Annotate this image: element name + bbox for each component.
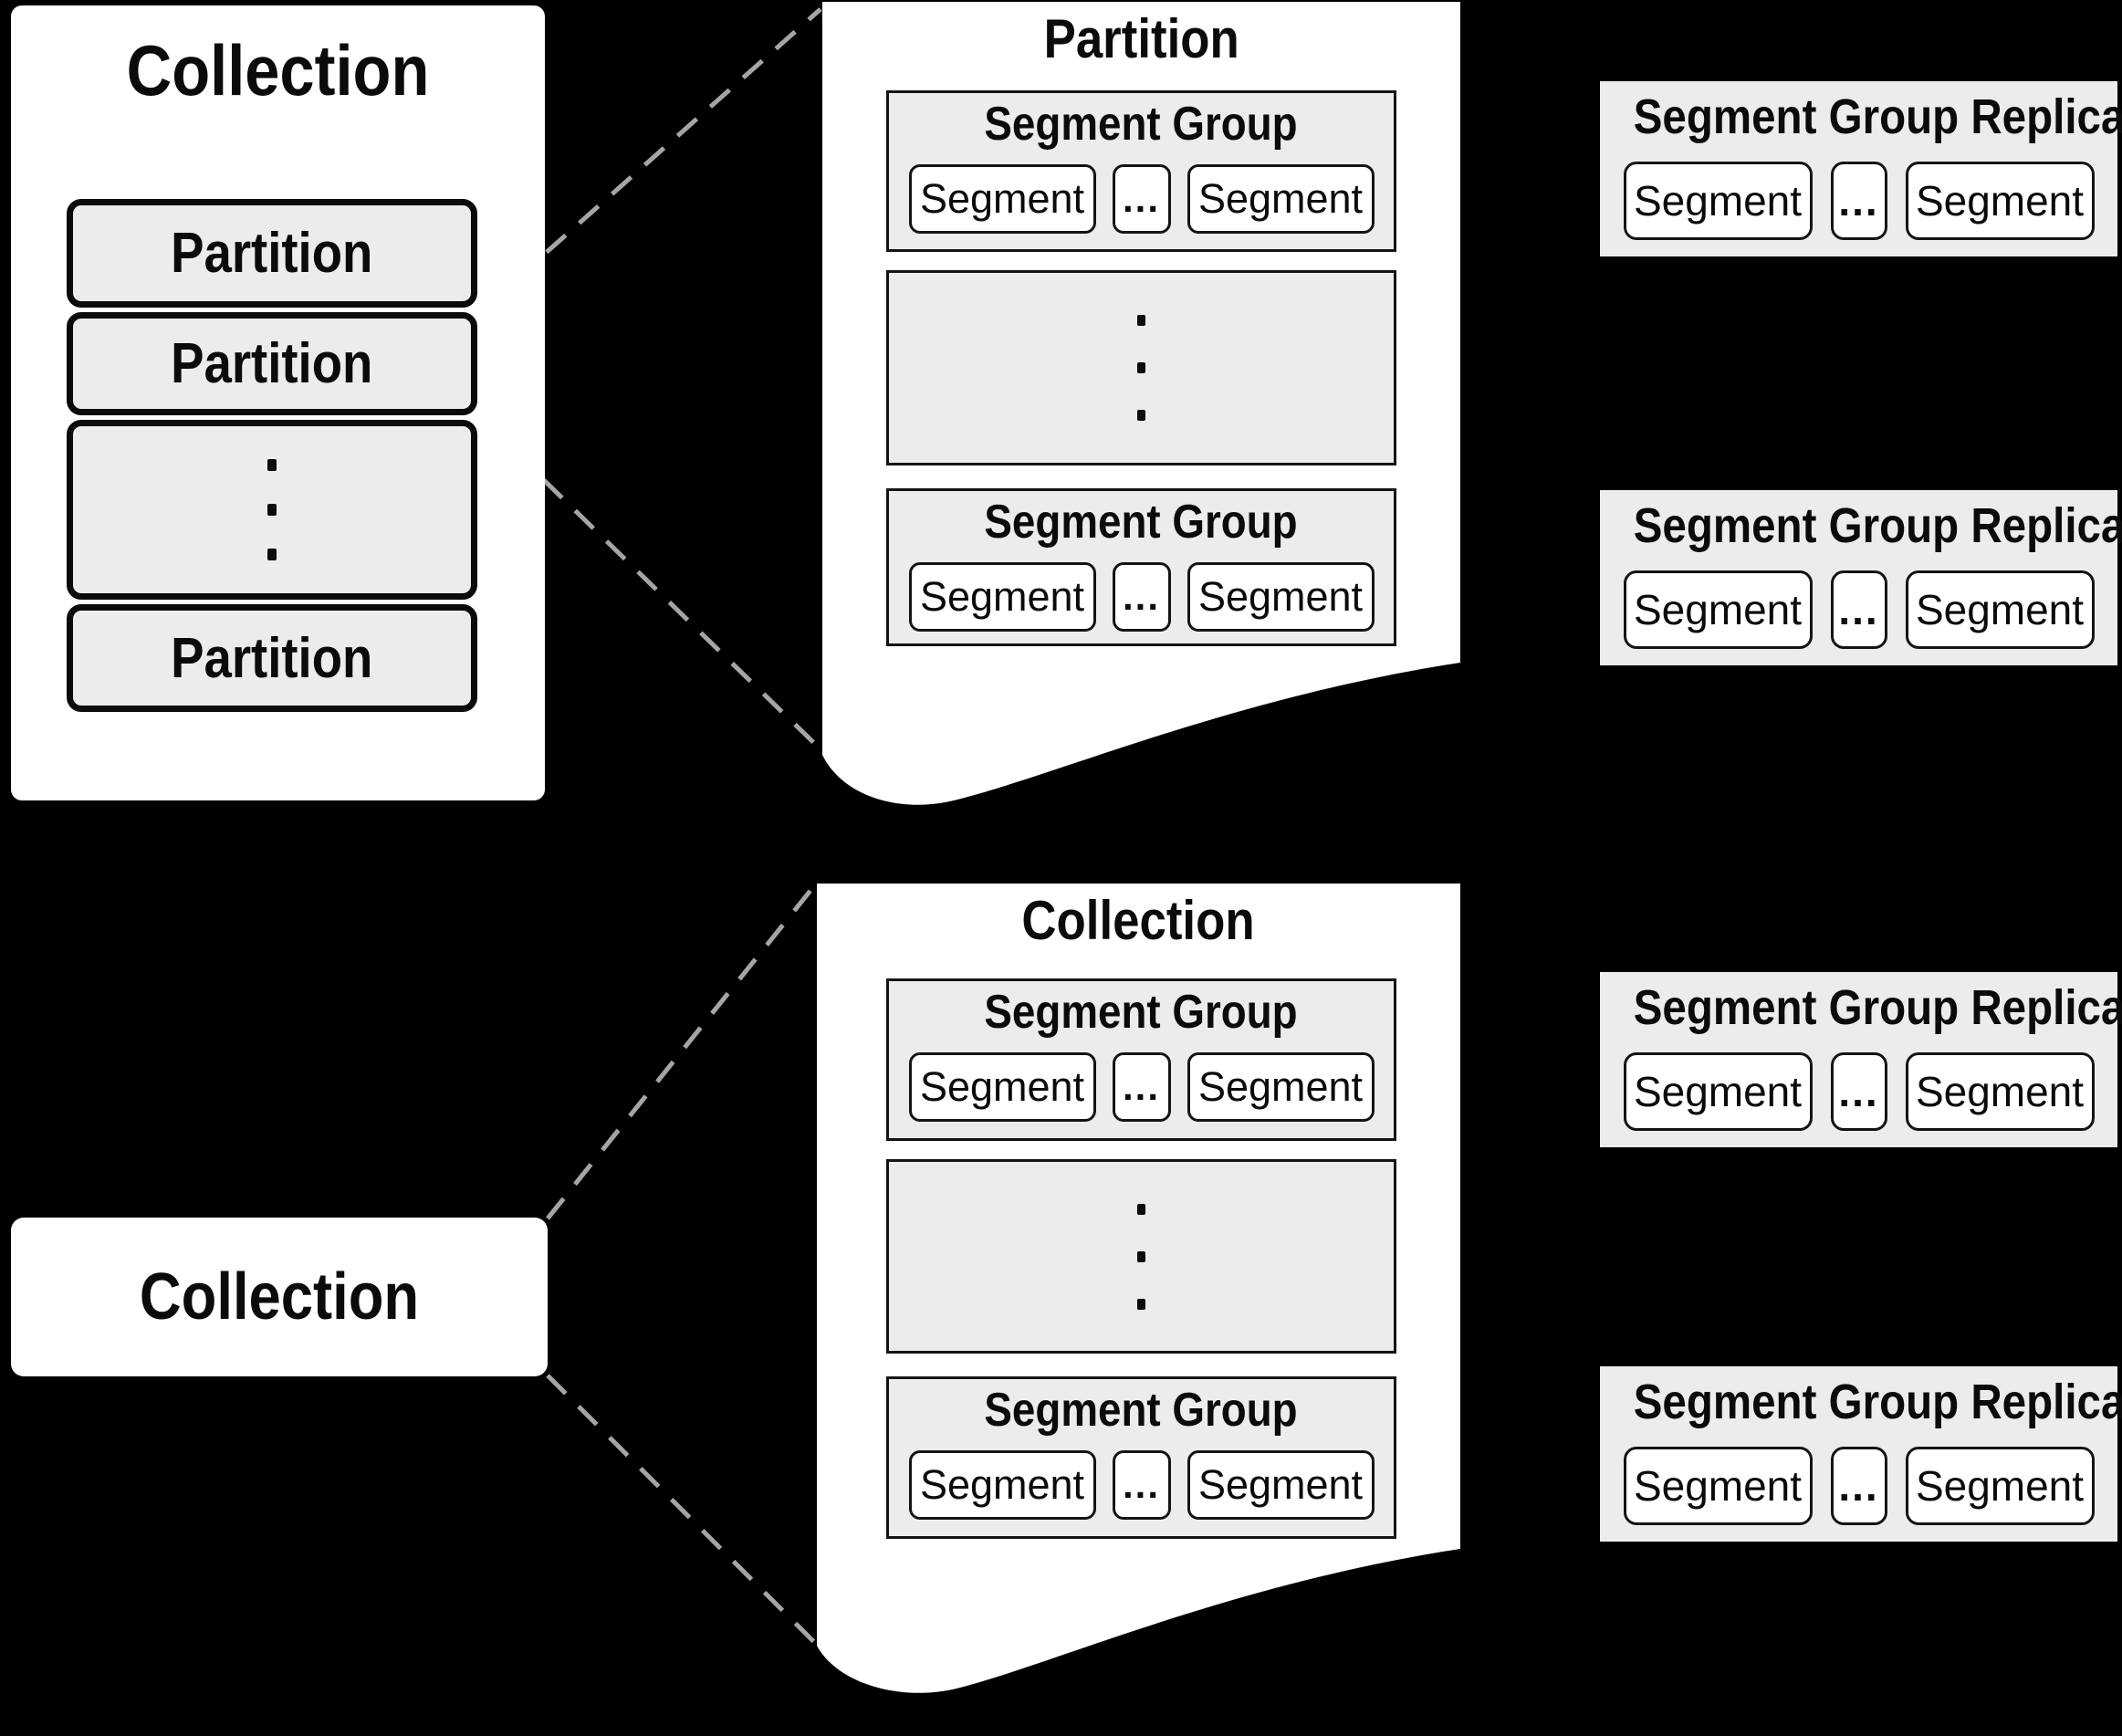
segment-box: Segment <box>1623 1052 1813 1131</box>
collection-detail-title: Collection <box>817 889 1460 952</box>
collection-panel-title: Collection <box>11 29 545 112</box>
segment-group-title: Segment Group <box>889 97 1394 152</box>
collection-panel: Collection Partition Partition Partition <box>11 5 545 800</box>
segment-row: Segment ... Segment <box>889 1450 1394 1520</box>
callout-line-collection-bottom <box>546 1374 817 1645</box>
segment-row: Segment ... Segment <box>889 1052 1394 1122</box>
callout-line-partition-bottom <box>479 417 820 748</box>
partition-box-1: Partition <box>67 199 477 308</box>
segment-row: Segment ... Segment <box>889 164 1394 234</box>
segment-box: Segment <box>1623 570 1813 649</box>
partition-box-3-label: Partition <box>171 626 373 690</box>
segment-box: Segment <box>908 1450 1096 1520</box>
partition-box-3: Partition <box>67 604 477 712</box>
segment-group-title: Segment Group <box>889 1383 1394 1438</box>
replica-title: Segment Group Replica <box>1600 1374 2122 1430</box>
segment-box: Segment <box>908 1052 1096 1122</box>
segment-group-title-text: Segment Group <box>984 986 1299 1039</box>
segment-group-title-text: Segment Group <box>984 98 1299 151</box>
replica-title: Segment Group Replica <box>1600 89 2122 145</box>
segment-row: Segment ... Segment <box>1600 1447 2117 1525</box>
callout-line-collection-top <box>546 885 815 1220</box>
segment-group-box: Segment Group Segment ... Segment <box>886 488 1396 646</box>
segment-box: Segment <box>1623 1447 1813 1525</box>
segment-box: Segment <box>908 164 1096 234</box>
ellipsis-box: ... <box>1830 570 1887 649</box>
segment-box: Segment <box>1186 562 1375 632</box>
partition-detail-title-text: Partition <box>1043 8 1239 69</box>
segment-row: Segment ... Segment <box>1600 162 2117 240</box>
partition-ellipsis-box <box>67 420 477 600</box>
collection-label-text: Collection <box>139 1260 420 1333</box>
partition-box-1-label: Partition <box>171 222 373 285</box>
ellipsis-box: ... <box>1112 562 1171 632</box>
segment-row: Segment ... Segment <box>889 562 1394 632</box>
ellipsis-box: ... <box>1830 162 1887 240</box>
segment-group-title-text: Segment Group <box>984 1384 1299 1437</box>
segment-box: Segment <box>908 562 1096 632</box>
segment-group-replica: Segment Group Replica Segment ... Segmen… <box>1600 81 2122 256</box>
segment-group-box: Segment Group Segment ... Segment <box>886 1376 1396 1539</box>
segment-box: Segment <box>1905 1447 2095 1525</box>
replica-title-text: Segment Group Replica <box>1633 498 2122 553</box>
segment-box: Segment <box>1186 1052 1375 1122</box>
replica-title: Segment Group Replica <box>1600 979 2122 1036</box>
callout-line-partition-top <box>479 7 822 312</box>
partition-box-2-label: Partition <box>171 332 373 395</box>
segment-group-title-text: Segment Group <box>984 496 1299 549</box>
segment-box: Segment <box>1186 164 1375 234</box>
collection-label-box: Collection <box>11 1218 548 1376</box>
segment-box: Segment <box>1623 162 1813 240</box>
replica-title-text: Segment Group Replica <box>1633 89 2122 144</box>
ellipsis-box: ... <box>1830 1447 1887 1525</box>
ellipsis-box: ... <box>1112 1052 1171 1122</box>
segment-group-title: Segment Group <box>889 495 1394 549</box>
segment-group-replica: Segment Group Replica Segment ... Segmen… <box>1600 490 2122 665</box>
collection-panel-title-text: Collection <box>126 30 430 110</box>
segment-row: Segment ... Segment <box>1600 1052 2117 1131</box>
segment-group-title: Segment Group <box>889 985 1394 1040</box>
segment-box: Segment <box>1905 162 2095 240</box>
ellipsis-box: ... <box>1112 1450 1171 1520</box>
replica-title: Segment Group Replica <box>1600 497 2122 554</box>
segment-box: Segment <box>1905 570 2095 649</box>
partition-detail-title: Partition <box>822 7 1460 70</box>
replica-title-text: Segment Group Replica <box>1633 980 2122 1035</box>
segment-box: Segment <box>1905 1052 2095 1131</box>
collection-detail-title-text: Collection <box>1021 890 1256 951</box>
segment-group-ellipsis-box <box>886 1159 1396 1354</box>
vertical-ellipsis-icon <box>1137 1203 1145 1310</box>
partition-box-2: Partition <box>67 312 477 415</box>
segment-group-replica: Segment Group Replica Segment ... Segmen… <box>1600 1366 2122 1542</box>
ellipsis-box: ... <box>1112 164 1171 234</box>
segment-group-replica: Segment Group Replica Segment ... Segmen… <box>1600 972 2122 1147</box>
segment-group-ellipsis-box <box>886 270 1396 465</box>
segment-box: Segment <box>1186 1450 1375 1520</box>
replica-title-text: Segment Group Replica <box>1633 1375 2122 1429</box>
vertical-ellipsis-icon <box>1137 315 1145 421</box>
segment-row: Segment ... Segment <box>1600 570 2117 649</box>
segment-group-box: Segment Group Segment ... Segment <box>886 978 1396 1141</box>
ellipsis-box: ... <box>1830 1052 1887 1131</box>
vertical-ellipsis-icon <box>267 459 277 560</box>
segment-group-box: Segment Group Segment ... Segment <box>886 90 1396 252</box>
